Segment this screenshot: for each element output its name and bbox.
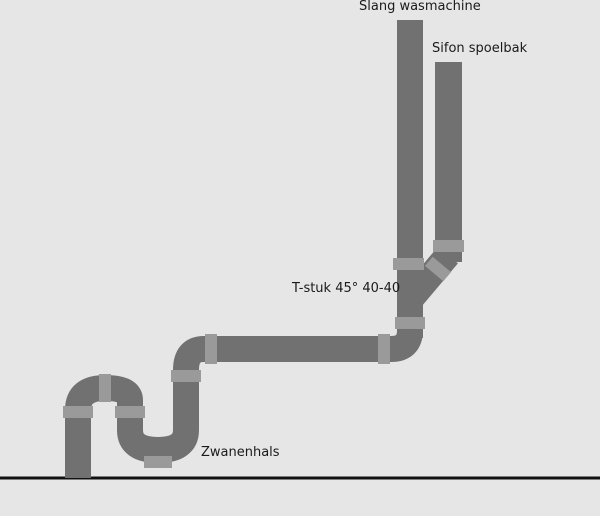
label-washer-hose: Slang wasmachine <box>359 0 481 14</box>
label-tee-piece: T-stuk 45° 40-40 <box>292 281 401 296</box>
joint-tee-branch <box>424 256 452 282</box>
joint-gooseneck-top <box>99 374 111 402</box>
label-sink-trap: Sifon spoelbak <box>432 41 528 56</box>
sink-trap-pipe <box>435 62 462 262</box>
joint-sink-trap <box>433 240 464 252</box>
joint-gooseneck-outer <box>63 406 93 418</box>
joint-trap-bottom <box>144 456 172 468</box>
joint-tee-bottom <box>395 317 425 329</box>
joint-horizontal-left <box>205 334 217 364</box>
joint-upper-bend <box>171 370 201 382</box>
joint-washer-top <box>393 258 424 270</box>
label-gooseneck: Zwanenhals <box>201 445 280 460</box>
joint-horizontal-right <box>378 334 390 364</box>
horizontal-pipe <box>212 336 392 362</box>
joint-gooseneck-inner <box>115 406 145 418</box>
tee-branch-pipe <box>400 246 458 309</box>
upper-bend-pipe <box>173 336 212 378</box>
